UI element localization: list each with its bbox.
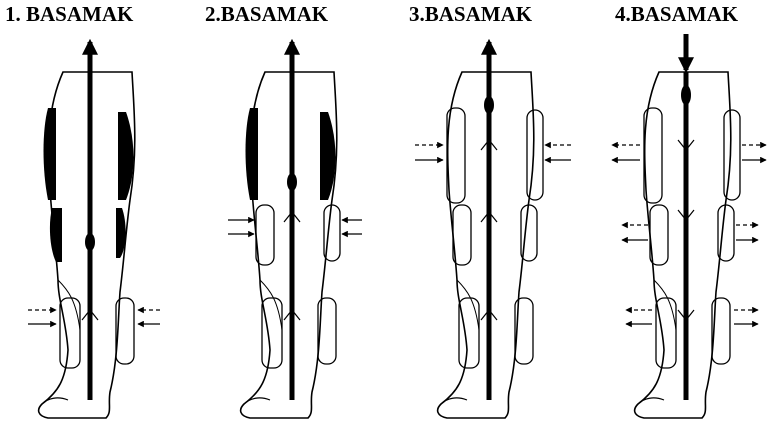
leg-stage-3 xyxy=(415,42,571,418)
leg-stage-4 xyxy=(612,34,766,418)
leg-stage-2 xyxy=(228,42,362,418)
leg-stage-1 xyxy=(28,42,160,418)
